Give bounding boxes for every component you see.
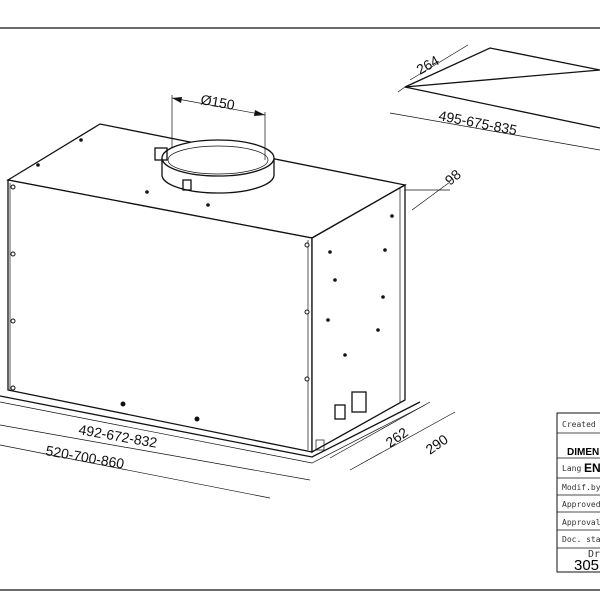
doc-status-label: Doc. stat: [562, 535, 600, 544]
outer-width-label: 520-700-860: [44, 442, 125, 472]
modif-by-label: Modif.by: [562, 483, 600, 492]
lang-value: EN: [584, 461, 600, 475]
mounting-plate: [404, 47, 600, 88]
drawing-label: Dr: [588, 549, 600, 560]
plate-depth-label: 264: [414, 52, 442, 78]
height-label: 98: [442, 166, 464, 188]
electrical-connector: [315, 391, 367, 451]
duct-diameter-label: Ø150: [199, 91, 236, 113]
rivets: [36, 138, 394, 422]
exhaust-collar: [154, 139, 275, 194]
inner-depth-label: 262: [383, 424, 411, 451]
dimension-lines: [0, 44, 600, 499]
side-face: [311, 183, 406, 454]
created-by-label: Created b: [562, 420, 600, 429]
base-plate: [0, 395, 426, 464]
plate-width-label: 495-675-835: [437, 107, 518, 138]
drawing-title: DIMEN: [567, 447, 599, 458]
screw-holes: [10, 184, 310, 391]
outer-depth-label: 290: [423, 431, 451, 458]
approval-label: Approval: [562, 518, 600, 527]
inner-width-label: 492-672-832: [77, 421, 158, 451]
drawing-frame: [0, 27, 600, 591]
lang-label: Lang: [562, 464, 581, 473]
approved-label: Approved: [562, 500, 600, 509]
title-block: Created b DIMEN Lang EN Modif.by Approve…: [556, 412, 600, 574]
drawing-number: 305: [574, 557, 599, 574]
